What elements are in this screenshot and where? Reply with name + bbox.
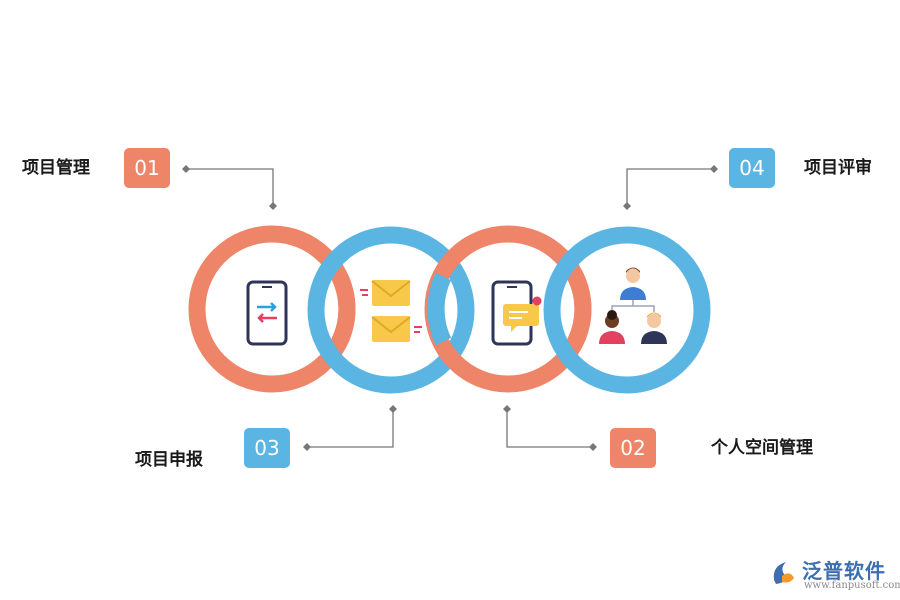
- step-02-label: 个人空间管理: [711, 438, 813, 458]
- envelopes-icon: [360, 280, 422, 342]
- team-icon: [599, 267, 667, 344]
- connector-01: [186, 168, 274, 206]
- connector-03: [307, 409, 394, 448]
- phone-transfer-icon: [246, 280, 288, 346]
- connector-04: [626, 168, 714, 206]
- step-01-badge: 01: [124, 148, 170, 188]
- step-04-label: 项目评审: [804, 158, 872, 178]
- brand-logo: 泛普软件 www.fanpusoft.com: [768, 554, 900, 594]
- connector-dots: [182, 165, 718, 451]
- step-03-badge: 03: [244, 428, 290, 468]
- brand-url: www.fanpusoft.com: [804, 580, 900, 591]
- phone-message-icon: [491, 280, 542, 346]
- step-01-label: 项目管理: [22, 158, 90, 178]
- step-03-label: 项目申报: [135, 450, 203, 470]
- brand-mark-icon: [773, 562, 794, 584]
- connector-02: [506, 409, 593, 448]
- ring-2: [307, 226, 475, 394]
- brand-name: 泛普软件: [802, 559, 886, 583]
- ring-4: [543, 226, 711, 394]
- step-02-badge: 02: [610, 428, 656, 468]
- connectors: [186, 168, 714, 448]
- rings: [188, 225, 711, 394]
- step-04-badge: 04: [729, 148, 775, 188]
